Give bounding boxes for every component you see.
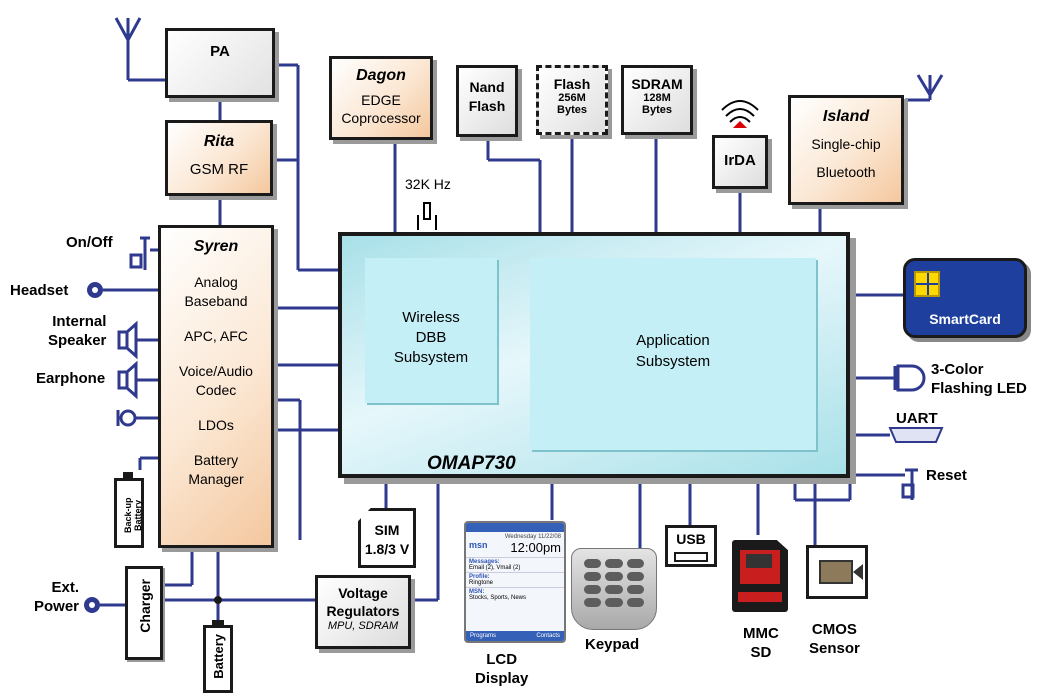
clock-32k-label: 32K Hz bbox=[405, 176, 451, 192]
lcd-display-device: msn Wednesday 11/22/08 12:00pm Messages:… bbox=[464, 521, 566, 643]
voltage-regulators-block: Voltage Regulators MPU, SDRAM bbox=[315, 575, 411, 649]
onoff-label: On/Off bbox=[66, 234, 113, 251]
usb-block: USB bbox=[665, 525, 717, 567]
reset-label: Reset bbox=[926, 467, 967, 484]
led-label: 3-Color Flashing LED bbox=[931, 361, 1027, 397]
application-subsystem: Application Subsystem bbox=[530, 258, 816, 450]
battery-terminal-icon bbox=[212, 620, 224, 626]
island-bluetooth-block: Island Single-chip Bluetooth bbox=[788, 95, 904, 205]
ext-power-label: Ext. Power bbox=[34, 579, 80, 615]
keypad-label: Keypad bbox=[585, 636, 640, 653]
sdram-128m-block: SDRAM 128M Bytes bbox=[621, 65, 693, 135]
mmc-sd-label: MMC SD bbox=[743, 625, 779, 661]
backup-battery-block: Back-up Battery bbox=[114, 478, 144, 548]
rita-gsm-rf-block: Rita GSM RF bbox=[165, 120, 273, 196]
smartcard-block: SmartCard bbox=[903, 258, 1027, 338]
pa-block: PA bbox=[165, 28, 275, 98]
internal-speaker-label: Internal Speaker bbox=[48, 313, 107, 349]
irda-block: IrDA bbox=[712, 135, 768, 189]
lcd-display-label: LCD Display bbox=[475, 651, 529, 687]
chip-icon bbox=[914, 271, 940, 297]
camera-icon bbox=[819, 560, 853, 584]
antenna-icon bbox=[114, 17, 944, 102]
headset-label: Headset bbox=[10, 282, 69, 299]
mmc-sd-card-icon bbox=[732, 540, 788, 612]
battery-block: Battery bbox=[203, 625, 233, 693]
uart-label: UART bbox=[896, 410, 938, 427]
cmos-sensor-block bbox=[806, 545, 868, 599]
charger-block: Charger bbox=[125, 566, 163, 660]
syren-block: Syren Analog Baseband APC, AFC Voice/Aud… bbox=[158, 225, 274, 548]
cmos-sensor-label: CMOS Sensor bbox=[809, 621, 860, 657]
backup-battery-terminal-icon bbox=[123, 472, 133, 479]
sim-card-block: SIM 1.8/3 V bbox=[358, 508, 416, 568]
nand-flash-block: Nand Flash bbox=[456, 65, 518, 137]
earphone-label: Earphone bbox=[36, 370, 106, 387]
flash-256m-block: Flash 256M Bytes bbox=[536, 65, 608, 135]
keypad-device bbox=[571, 548, 657, 630]
dagon-edge-coprocessor: Dagon EDGE Coprocessor bbox=[329, 56, 433, 140]
wireless-dbb-subsystem: Wireless DBB Subsystem bbox=[365, 258, 497, 403]
omap730-label: OMAP730 bbox=[427, 453, 516, 474]
